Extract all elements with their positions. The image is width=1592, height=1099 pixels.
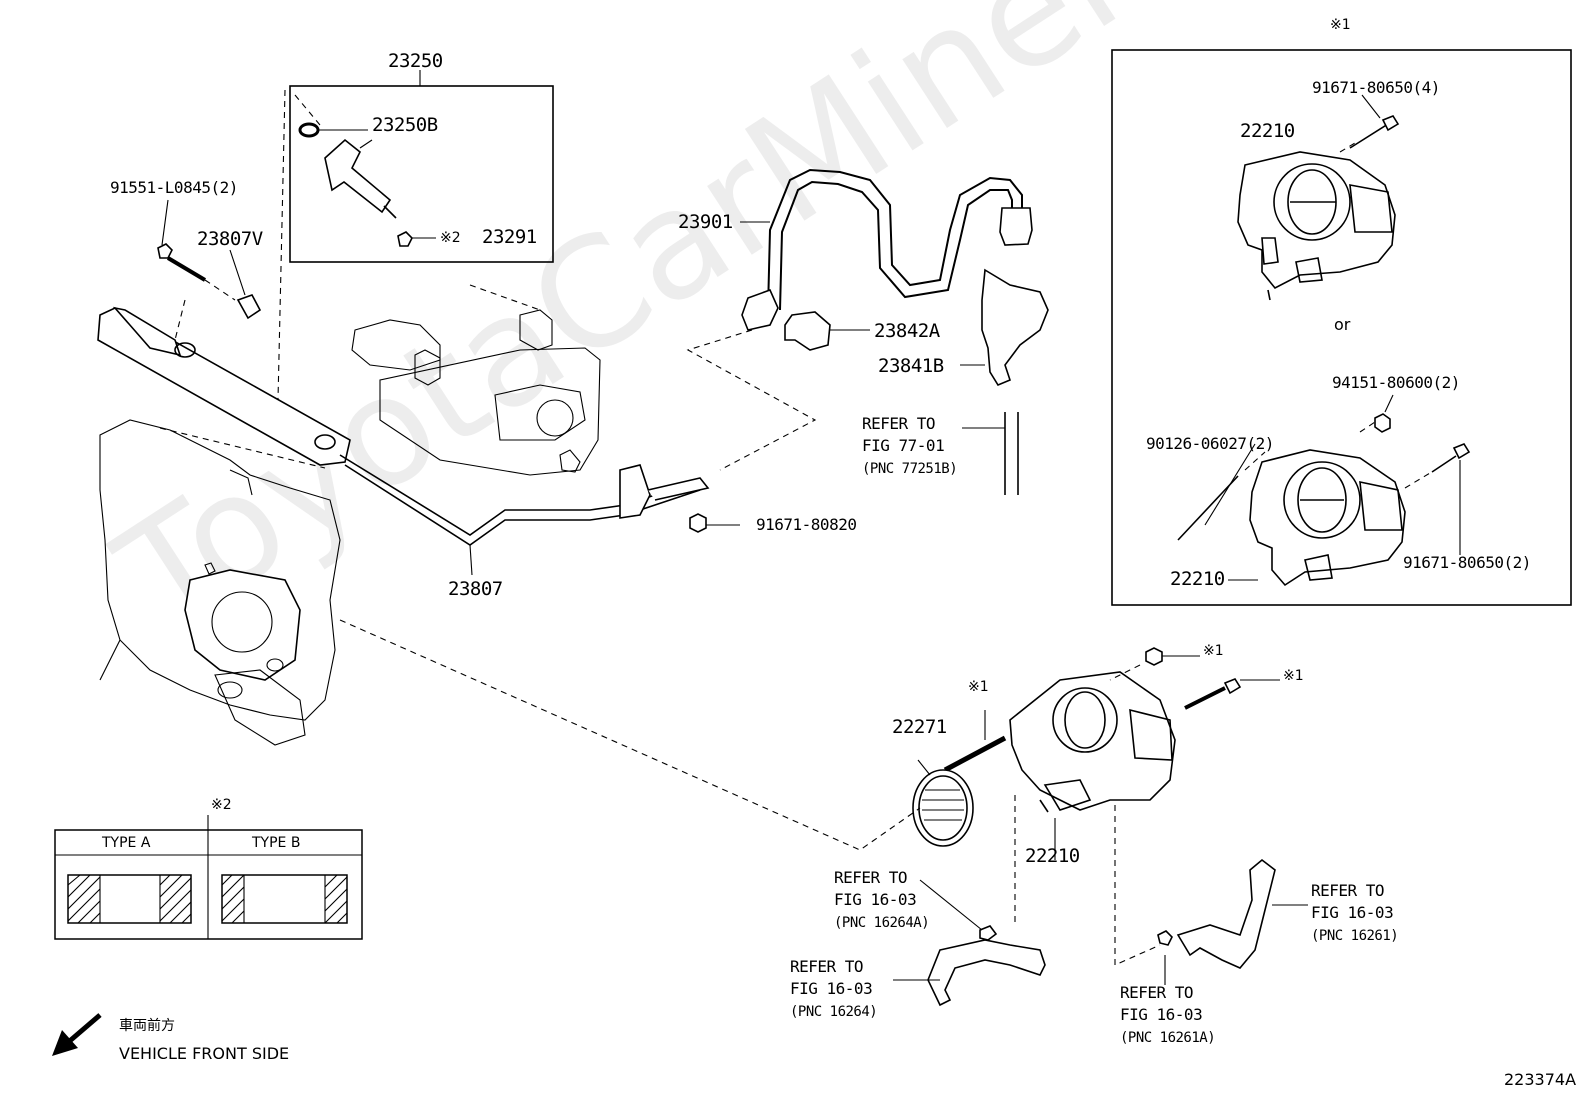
refer-77-line3: (PNC 77251B) <box>862 461 958 477</box>
bolt-note1-drawing <box>1184 678 1280 710</box>
refer-16264-line3: (PNC 16264) <box>790 1004 878 1020</box>
inset-throttle-body-top-drawing <box>1237 151 1396 301</box>
engine-block-drawing <box>351 284 601 476</box>
inset-label-22210-top: 22210 <box>1240 120 1295 142</box>
refer-77-line1: REFER TO <box>862 414 936 433</box>
hose-16261-drawing <box>1157 858 1276 969</box>
inset-frame <box>1111 49 1572 606</box>
label-23807v: 23807V <box>197 228 263 250</box>
figure-id: 223374A <box>1504 1070 1577 1089</box>
inset-label-22210-bottom: 22210 <box>1170 568 1225 590</box>
hose-16264-drawing <box>927 925 1046 1007</box>
inset-nut <box>1359 413 1391 433</box>
main-throttle-body-drawing <box>1009 671 1176 813</box>
inset-label-91671-80650-4: 91671-80650(4) <box>1312 78 1440 97</box>
front-label-jp: 車両前方 <box>119 1018 175 1034</box>
refer-16264-line1: REFER TO <box>790 957 864 976</box>
refer-16261-line2: FIG 16-03 <box>1311 903 1394 922</box>
label-23901: 23901 <box>678 211 733 233</box>
type-table-drawing <box>54 815 363 940</box>
label-23250: 23250 <box>388 50 443 72</box>
label-22271: 22271 <box>892 716 947 738</box>
label-23807: 23807 <box>448 578 503 600</box>
inset-label-94151-80600: 94151-80600(2) <box>1332 373 1460 392</box>
fuel-rail-drawing <box>97 306 701 546</box>
inset-bolt-bottom <box>1404 443 1471 489</box>
type-a-label: TYPE A <box>102 835 151 851</box>
intake-manifold-drawing <box>99 419 341 746</box>
bracket-23841b-drawing <box>981 268 1049 495</box>
refer-16264a-line3: (PNC 16264A) <box>834 915 930 931</box>
nut-note1-drawing <box>1109 647 1200 681</box>
rail-bolt <box>157 243 236 301</box>
injector-drawing <box>298 122 436 247</box>
refer-16261-line1: REFER TO <box>1311 881 1385 900</box>
label-22271-note: ※1 <box>968 679 989 695</box>
refer-16261a-line3: (PNC 16261A) <box>1120 1030 1216 1046</box>
type-b-label: TYPE B <box>252 835 301 851</box>
refer-16261a-line1: REFER TO <box>1120 983 1194 1002</box>
label-22210-main: 22210 <box>1025 845 1080 867</box>
front-label-en: VEHICLE FRONT SIDE <box>119 1044 290 1063</box>
refer-16264-line2: FIG 16-03 <box>790 979 873 998</box>
label-23841b: 23841B <box>878 355 944 377</box>
label-91551-l0845: 91551-L0845(2) <box>110 178 238 197</box>
inset-label-91671-80650-2: 91671-80650(2) <box>1403 553 1531 572</box>
injector-frame <box>289 85 554 263</box>
label-23842a: 23842A <box>874 320 940 342</box>
refer-16264a-line1: REFER TO <box>834 868 908 887</box>
refer-16261a-line2: FIG 16-03 <box>1120 1005 1203 1024</box>
label-91671-80820: 91671-80820 <box>756 515 857 534</box>
gasket-22271-drawing <box>912 769 974 847</box>
label-23291-note: ※2 <box>440 230 461 246</box>
inset-throttle-body-bottom-drawing <box>1249 449 1406 587</box>
refer-16264a-line2: FIG 16-03 <box>834 890 917 909</box>
inset-bolt-top <box>1339 115 1400 153</box>
inset-note: ※1 <box>1330 17 1351 33</box>
refer-77-line2: FIG 77-01 <box>862 436 945 455</box>
inset-stud <box>1177 451 1266 541</box>
label-23291: 23291 <box>482 226 537 248</box>
label-23250b: 23250B <box>372 114 438 136</box>
hose-23901-drawing <box>741 168 1033 331</box>
inset-label-90126-06027: 90126-06027(2) <box>1146 434 1274 453</box>
front-arrow-icon <box>52 1013 102 1056</box>
rail-insulator <box>236 294 262 320</box>
tube-bracket-drawing <box>619 464 740 533</box>
label-note1-bolt: ※1 <box>1283 668 1304 684</box>
type-table-note: ※2 <box>211 797 232 813</box>
inset-or: or <box>1334 315 1351 334</box>
label-note1-nut: ※1 <box>1203 643 1224 659</box>
clamp-23842a-drawing <box>784 311 831 351</box>
refer-16261-line3: (PNC 16261) <box>1311 928 1399 944</box>
stud-22271-drawing <box>943 735 1007 773</box>
